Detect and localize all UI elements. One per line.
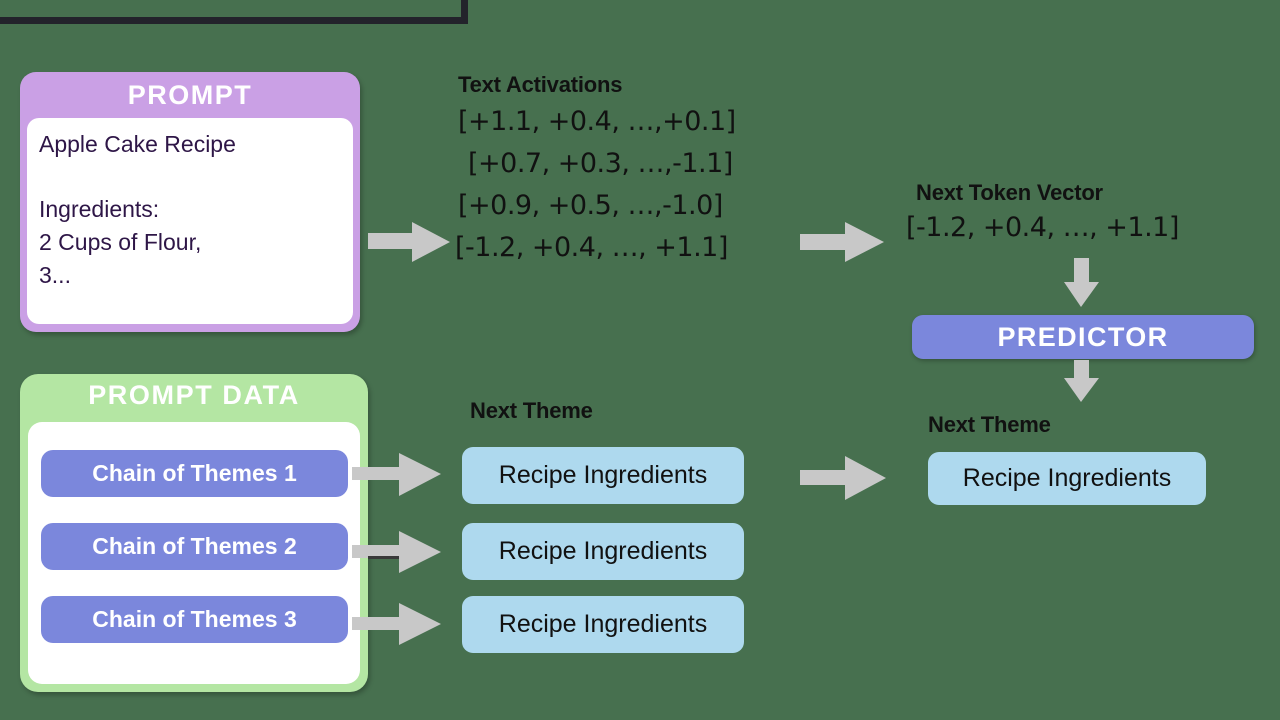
prompt-data-card-body: Chain of Themes 1 Chain of Themes 2 Chai…: [28, 422, 360, 684]
arrow-next-token-vector-to-predictor: [1064, 258, 1099, 307]
prompt-card-title: PROMPT: [127, 80, 253, 110]
chain-of-themes-pill-2[interactable]: Chain of Themes 2: [41, 523, 348, 570]
prompt-card: PROMPT Apple Cake Recipe Ingredients: 2 …: [20, 72, 360, 332]
arrow-activations-to-next-token-vector: [800, 222, 884, 262]
text-activations-heading: Text Activations: [458, 72, 623, 97]
arrow-prompt-to-activations: [368, 222, 450, 262]
arrow-predictor-to-next-theme-output: [1064, 360, 1099, 402]
arrow-themes-to-next-theme-output: [800, 456, 886, 500]
next-theme-output-heading: Next Theme: [928, 412, 1051, 437]
next-theme-candidate-pill-2[interactable]: Recipe Ingredients: [462, 523, 744, 580]
predictor-box[interactable]: PREDICTOR: [912, 315, 1254, 359]
top-left-frame-outline: [0, 0, 468, 24]
next-theme-output-pill[interactable]: Recipe Ingredients: [928, 452, 1206, 505]
prompt-card-body-text: Apple Cake Recipe Ingredients: 2 Cups of…: [27, 118, 353, 324]
chain-of-themes-pill-3[interactable]: Chain of Themes 3: [41, 596, 348, 643]
next-token-vector-heading: Next Token Vector: [916, 180, 1103, 205]
next-token-vector-value: [-1.2, +0.4, …, +1.1]: [906, 212, 1179, 243]
next-theme-candidate-pill-1[interactable]: Recipe Ingredients: [462, 447, 744, 504]
text-activation-vector-1: [+1.1, +0.4, …,+0.1]: [458, 106, 736, 137]
text-activation-vector-3: [+0.9, +0.5, …,-1.0]: [458, 190, 723, 221]
chain-of-themes-pill-1[interactable]: Chain of Themes 1: [41, 450, 348, 497]
next-theme-candidates-heading: Next Theme: [470, 398, 593, 423]
prompt-data-card-title: PROMPT DATA: [88, 380, 300, 410]
prompt-data-card: PROMPT DATA Chain of Themes 1 Chain of T…: [20, 374, 368, 692]
text-activation-vector-4: [-1.2, +0.4, …, +1.1]: [455, 232, 728, 263]
next-theme-candidate-pill-3[interactable]: Recipe Ingredients: [462, 596, 744, 653]
text-activation-vector-2: [+0.7, +0.3, …,-1.1]: [468, 148, 733, 179]
